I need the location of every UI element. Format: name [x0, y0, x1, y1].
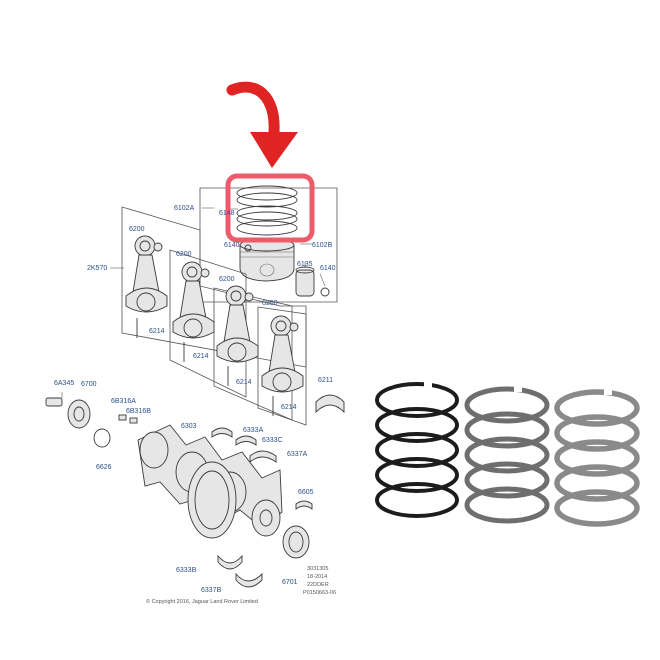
callout-6214-2: 6214: [193, 353, 209, 360]
callout-6700: 6700: [81, 381, 97, 388]
highlight-frame: [225, 173, 315, 243]
callout-6701: 6701: [282, 579, 298, 586]
callout-6333b: 6333B: [176, 567, 197, 574]
callout-6200-4: 6200: [262, 300, 278, 307]
callout-6a345: 6A345: [54, 380, 74, 387]
callout-6140: 6140: [224, 242, 240, 249]
callout-6200-1: 6200: [129, 226, 145, 233]
callout-6626: 6626: [96, 464, 112, 471]
connecting-rod-panel: [110, 206, 307, 426]
callout-6337b: 6337B: [201, 587, 222, 594]
compression-ring-stack: [375, 382, 459, 518]
callout-6333c: 6333C: [262, 437, 283, 444]
callout-6333a: 6333A: [243, 427, 264, 434]
callout-6214-3: 6214: [236, 379, 252, 386]
callout-6102a: 6102A: [174, 205, 195, 212]
callout-6b316a: 6B316A: [111, 398, 136, 405]
callout-6337a: 6337A: [287, 451, 308, 458]
callout-6200-3: 6200: [219, 276, 235, 283]
callout-6200-2: 6200: [176, 251, 192, 258]
red-arrow-icon: [226, 81, 298, 168]
callout-6214-4: 6214: [281, 404, 297, 411]
drawing-notes: 3031305 18-2014 22DDER P0150663-06 © Cop…: [146, 566, 336, 605]
oil-ring-stack: [554, 389, 640, 527]
callout-6211: 6211: [318, 377, 333, 384]
callout-6140-clip: 6140: [320, 265, 336, 272]
callout-6135: 6135: [297, 261, 313, 268]
callout-6148: 6148: [219, 210, 235, 217]
crankshaft-assembly: [45, 392, 313, 588]
callout-2k570: 2K570: [87, 265, 107, 272]
note-line-4: P0150663-06: [303, 590, 336, 596]
callout-labels: 6102A 6148 6140 6102B 6135 6140 6200 620…: [54, 205, 336, 594]
copyright-text: © Copyright 2016, Jaguar Land Rover Limi…: [146, 598, 258, 605]
note-line-2: 18-2014: [307, 574, 327, 580]
callout-6303: 6303: [181, 423, 197, 430]
note-line-1: 3031305: [307, 566, 328, 572]
note-line-3: 22DDER: [307, 582, 329, 588]
piston-ring-photo: [375, 381, 640, 527]
callout-6214-1: 6214: [149, 328, 165, 335]
callout-6605: 6605: [298, 489, 314, 496]
second-ring-stack: [464, 386, 550, 524]
callout-6b316b: 6B316B: [126, 408, 151, 415]
bearing-shell: [315, 394, 345, 414]
callout-6102b: 6102B: [312, 242, 333, 249]
